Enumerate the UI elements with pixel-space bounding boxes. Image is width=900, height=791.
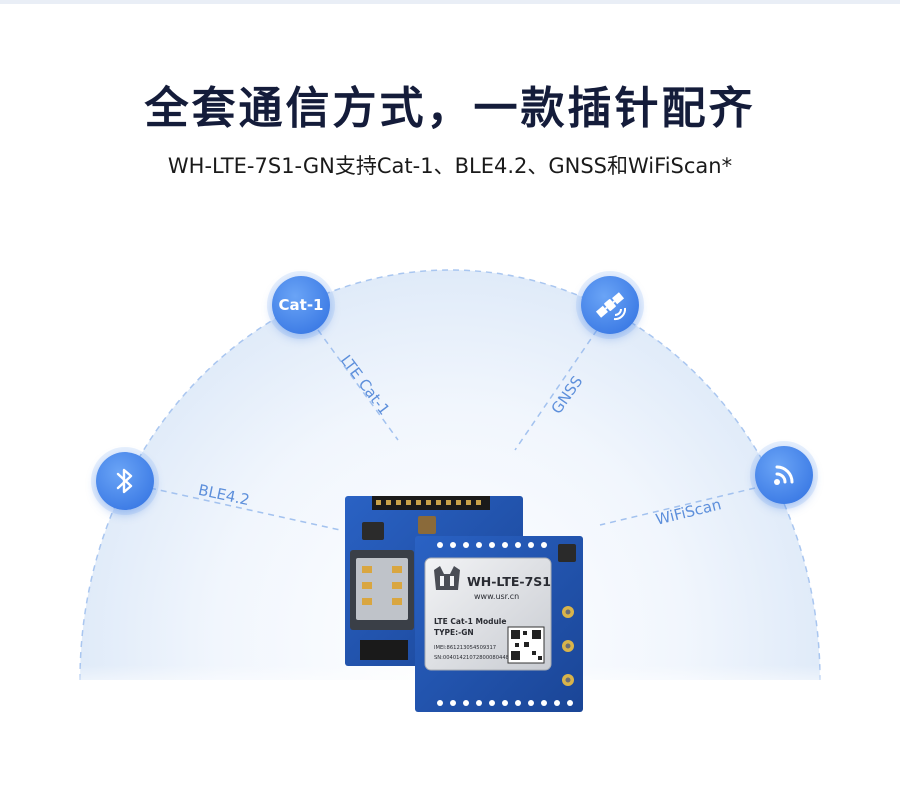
link-line-wifi (599, 487, 756, 526)
wifi-node (755, 446, 813, 504)
usr-logo (434, 566, 460, 590)
top-divider (0, 0, 900, 4)
page-title: 全套通信方式，一款插针配齐 (144, 83, 756, 134)
module-name: WH-LTE-7S1 (467, 574, 551, 589)
wifi-icon (774, 465, 794, 485)
module-imei: IMEI:861213054509317 (434, 645, 496, 651)
page-subtitle: WH-LTE-7S1-GN支持Cat-1、BLE4.2、GNSS和WiFiSca… (167, 154, 733, 178)
satellite-icon (595, 292, 627, 321)
link-line-cat1 (317, 329, 399, 441)
bluetooth-icon (116, 468, 133, 494)
module-type: TYPE:-GN (434, 628, 474, 637)
cat1-node: Cat-1 (272, 276, 330, 334)
bluetooth-node (96, 452, 154, 510)
module-sn: SN:00401421072800080448 (434, 655, 509, 661)
module-url: www.usr.cn (474, 592, 519, 601)
link-line-gnss (514, 329, 598, 451)
module-line1: LTE Cat-1 Module (434, 617, 506, 626)
module-board (415, 536, 583, 712)
cat1-label: Cat-1 (278, 296, 324, 314)
gnss-node (581, 276, 639, 334)
